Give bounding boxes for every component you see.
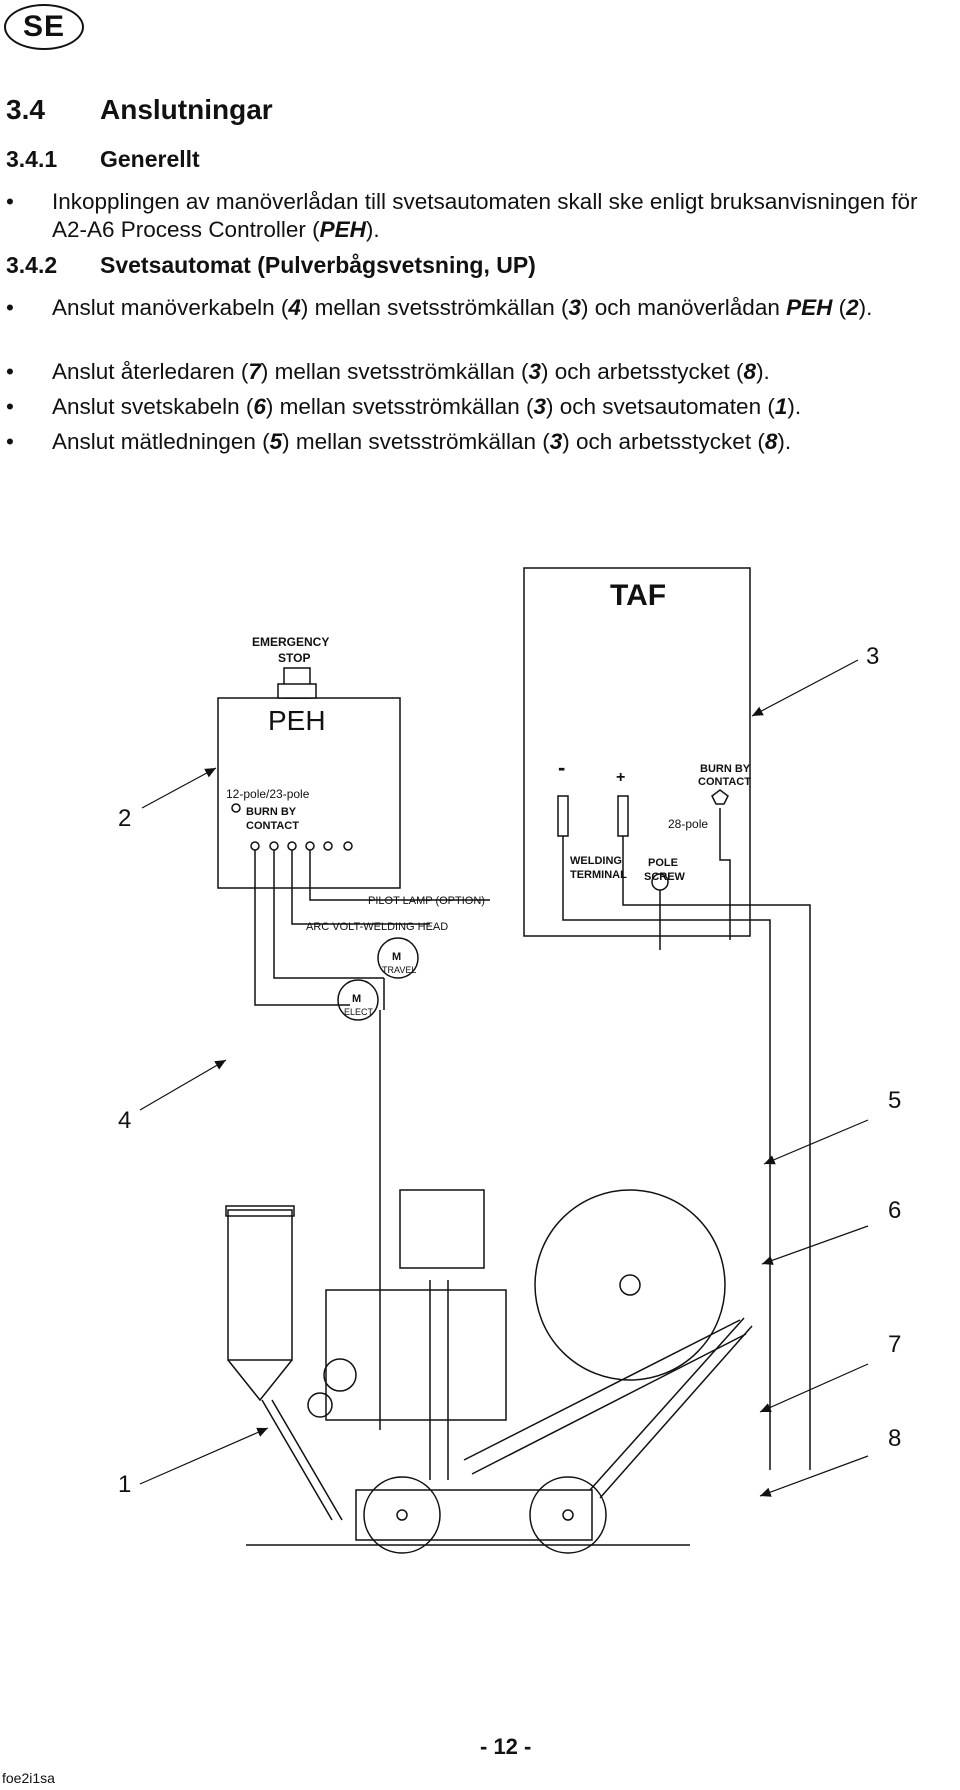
callout-6-line [761, 1225, 869, 1265]
callout-7: 7 [888, 1331, 901, 1358]
emergency-label-2: STOP [278, 651, 310, 665]
m-elect-1: M [352, 993, 361, 1005]
subsection-title: Generellt [100, 146, 200, 172]
callout-8: 8 [888, 1425, 901, 1452]
callout-3: 3 [866, 643, 879, 670]
m-travel-2: TRAVEL [382, 965, 416, 975]
bullet-saw-1: • Anslut manöverkabeln (4) mellan svetss… [6, 294, 956, 322]
travel-motor [377, 937, 419, 979]
welding-terminal-1: WELDING [570, 855, 622, 867]
pole-screw-1: POLE [648, 857, 678, 869]
arc-volt-label: ARC VOLT-WELDING HEAD [306, 921, 448, 933]
electrode-motor [337, 979, 379, 1021]
bullet-dot: • [6, 359, 14, 384]
flux-hopper [227, 1209, 293, 1361]
section-number: 3.4 [6, 94, 45, 125]
callout-8-line [759, 1455, 869, 1497]
pole-screw-2: SCREW [644, 871, 686, 883]
subsection-heading-saw: 3.4.2 Svetsautomat (Pulverbågsvetsning, U… [6, 252, 536, 279]
callout-5: 5 [888, 1087, 901, 1114]
callout-1-line [139, 1427, 269, 1485]
pilot-lamp-label: PILOT LAMP (OPTION) [368, 895, 485, 907]
bullet-text: Anslut svetskabeln (6) mellan svetsström… [52, 394, 802, 419]
bullet-dot: • [6, 189, 14, 214]
tractor-wheel-left [363, 1476, 441, 1554]
peh-label: PEH [268, 705, 326, 736]
subsection-title: Svetsautomat (Pulverbågsvetsning, UP) [100, 252, 536, 278]
burnby-right-1: BURN BY [700, 763, 751, 775]
bullet-saw-2: • Anslut återledaren (7) mellan svetsstr… [6, 358, 956, 386]
subsection-number: 3.4.1 [6, 146, 58, 172]
emergency-label-1: EMERGENCY [252, 635, 329, 649]
bullet-dot: • [6, 295, 14, 320]
subsection-number: 3.4.2 [6, 252, 58, 278]
callout-4-line [139, 1059, 227, 1111]
minus-terminal [557, 795, 569, 837]
plus-label: + [616, 769, 625, 786]
connector-28-pole [711, 789, 729, 805]
callout-6: 6 [888, 1197, 901, 1224]
taf-label: TAF [610, 579, 666, 612]
bullet-dot: • [6, 429, 14, 454]
welding-terminal-2: TERMINAL [570, 869, 627, 881]
bullet-dot: • [6, 394, 14, 419]
pole-12-23-label: 12-pole/23-pole [226, 787, 310, 801]
section-title: Anslutningar [100, 94, 273, 125]
burnby-left-1: BURN BY [246, 806, 297, 818]
section-heading: 3.4 Anslutningar [6, 94, 273, 126]
bullet-saw-4: • Anslut mätledningen (5) mellan svetsst… [6, 428, 956, 456]
callout-5-line [763, 1119, 869, 1165]
page-number: - 12 - [480, 1734, 532, 1759]
plus-terminal [617, 795, 629, 837]
bullet-text: Anslut mätledningen (5) mellan svetsströ… [52, 429, 792, 454]
wire-reel [534, 1189, 726, 1381]
bullet-saw-3: • Anslut svetskabeln (6) mellan svetsstr… [6, 393, 956, 421]
document-code: foe2i1sa [2, 1770, 55, 1786]
pole-28-label: 28-pole [668, 817, 708, 831]
bullet-text: Anslut manöverkabeln (4) mellan svetsstr… [52, 295, 873, 320]
language-badge: SE [4, 4, 84, 50]
callout-1: 1 [118, 1471, 131, 1498]
tractor-wheel-right [529, 1476, 607, 1554]
power-source-box [523, 567, 751, 937]
minus-label: - [558, 755, 565, 780]
callout-4: 4 [118, 1107, 131, 1134]
m-elect-2: ELECT [344, 1007, 374, 1017]
callout-7-line [759, 1363, 869, 1413]
connection-diagram: TAF EMERGENCY STOP PEH 12-pole/23-pole B… [118, 567, 901, 1554]
callout-2-line [141, 767, 217, 809]
subsection-heading-general: 3.4.1 Generellt [6, 146, 200, 173]
m-travel-1: M [392, 951, 401, 963]
control-panel-on-tractor [399, 1189, 485, 1269]
bullet-text: Inkopplingen av manöverlådan till svetsa… [52, 189, 918, 242]
callout-3-line [751, 659, 859, 717]
burnby-left-2: CONTACT [246, 820, 299, 832]
bullet-general-1: • Inkopplingen av manöverlådan till svet… [6, 188, 956, 244]
bullet-text: Anslut återledaren (7) mellan svetsström… [52, 359, 770, 384]
burnby-right-2: CONTACT [698, 776, 751, 788]
callout-2: 2 [118, 805, 131, 832]
